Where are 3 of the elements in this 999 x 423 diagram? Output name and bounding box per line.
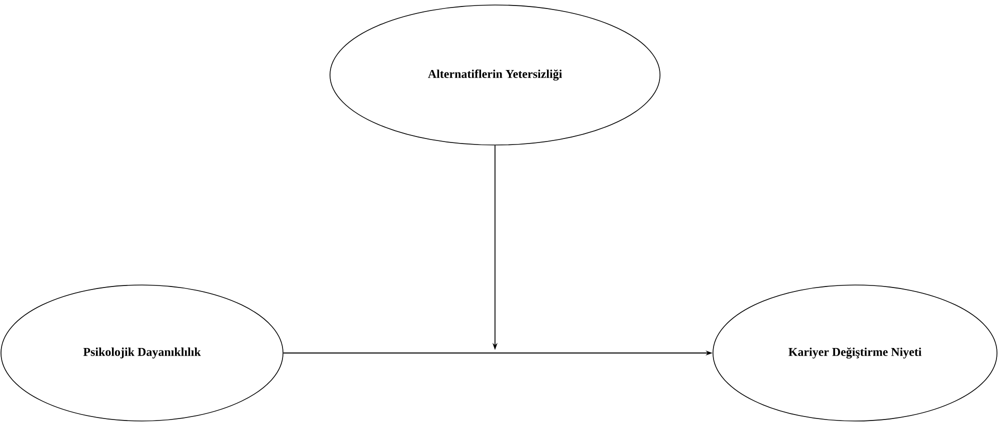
ellipse-node: Alternatiflerin Yetersizliği	[330, 4, 660, 146]
ellipse-node: Kariyer Değiştirme Niyeti	[712, 284, 998, 422]
ellipse-node: Psikolojik Dayanıklılık	[0, 284, 284, 422]
